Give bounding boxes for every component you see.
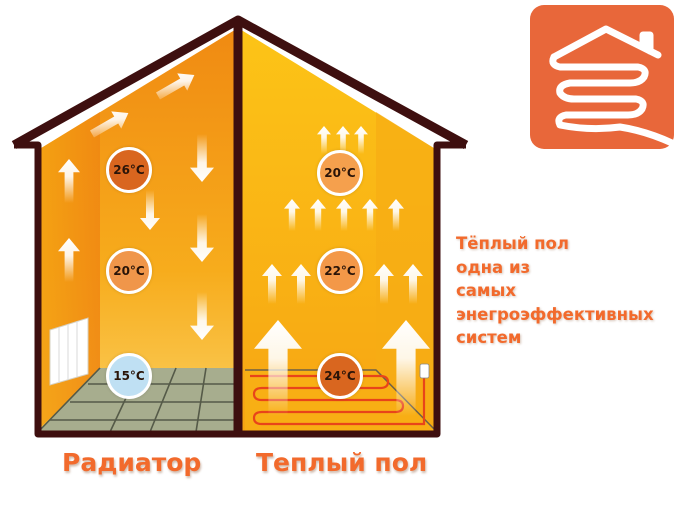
temperature-badge-26: 26°C (106, 147, 152, 193)
heating-coil-icon (250, 370, 426, 426)
house-heating-coil-icon (549, 25, 676, 147)
radiator-icon (49, 317, 89, 386)
radiator-caption: Радиатор (62, 448, 202, 477)
arrow-diagonal-icon (156, 73, 195, 100)
radiator-room (37, 28, 238, 433)
side-description: Тёплый пол одна из самых энегроэффективн… (456, 232, 654, 350)
temperature-badge-20: 20°C (106, 248, 152, 294)
temperature-badge-22: 22°C (317, 248, 363, 294)
thermostat-icon (419, 363, 430, 379)
warm-floor-caption: Теплый пол (256, 448, 428, 477)
house-frame (11, 15, 469, 438)
side-text-line: Тёплый пол (456, 234, 569, 253)
temperature-badge-24: 24°C (317, 353, 363, 399)
side-text-line: энегроэффективных (456, 304, 654, 324)
temperature-badge-15: 15°C (106, 353, 152, 399)
side-text-line: систем (456, 328, 522, 347)
logo (530, 5, 676, 149)
side-text-line: одна из (456, 257, 531, 277)
temperature-badge-20: 20°C (317, 150, 363, 196)
side-text-line: самых (456, 281, 516, 300)
arrow-diagonal-icon (90, 111, 129, 138)
warm-floor-room (238, 28, 438, 433)
